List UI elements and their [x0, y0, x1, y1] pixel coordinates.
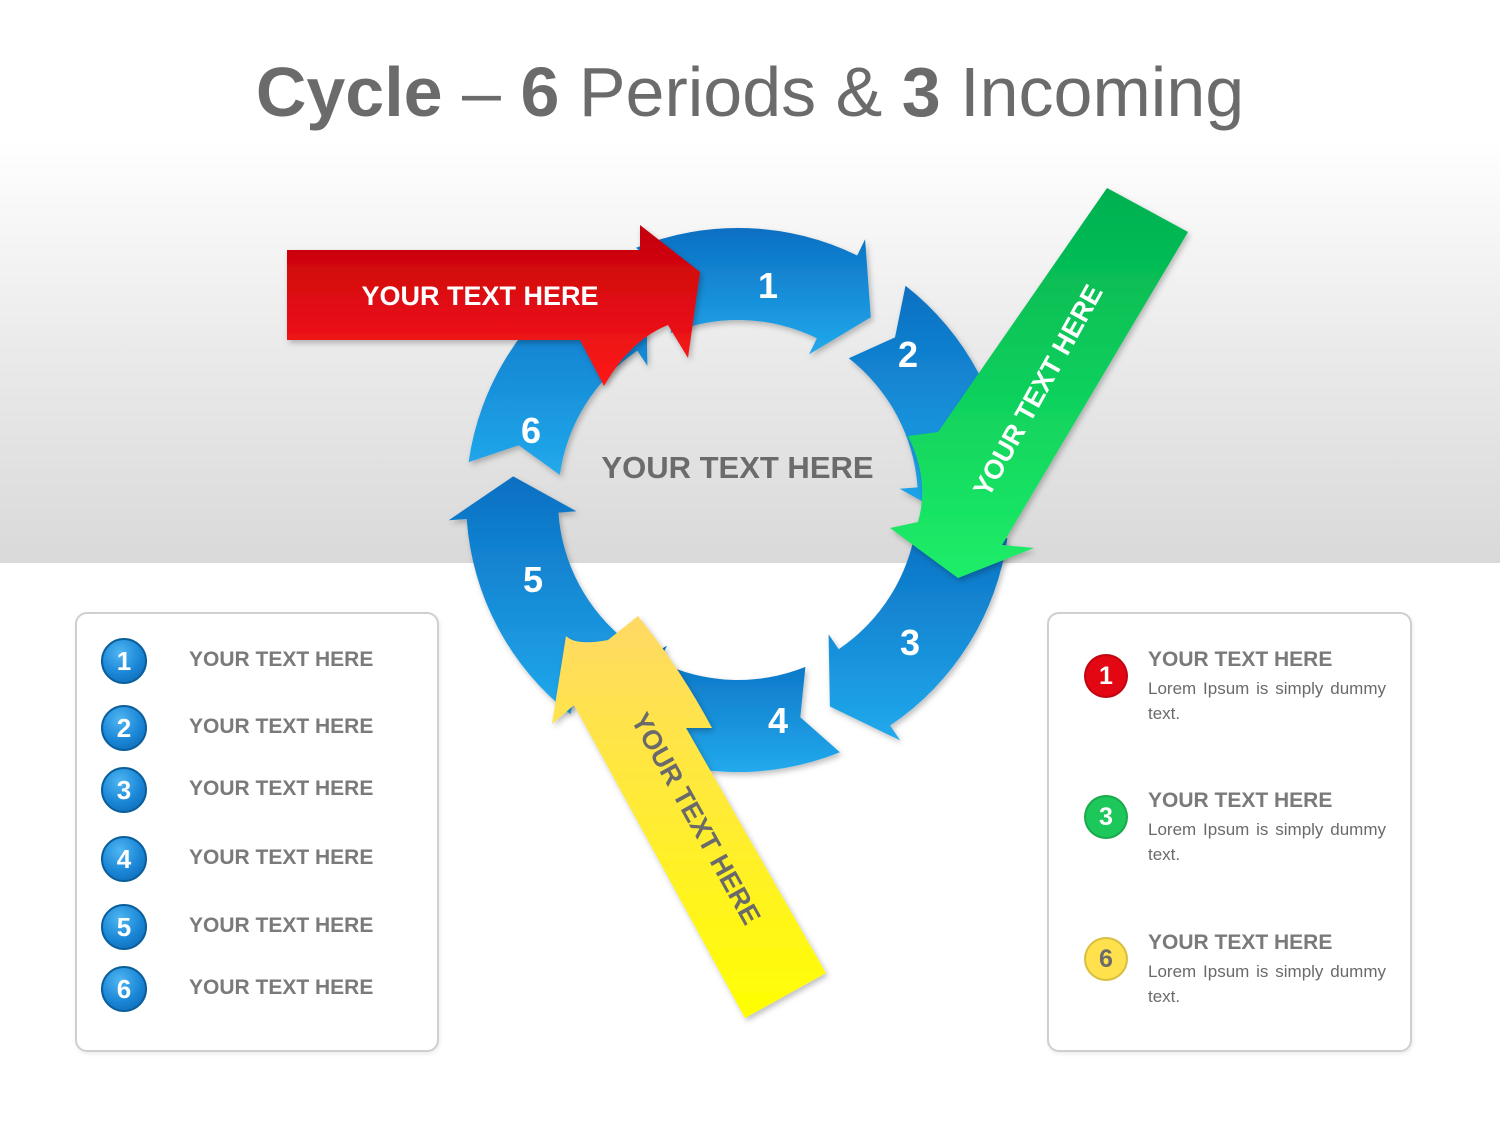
left-list-label: YOUR TEXT HERE — [189, 846, 374, 869]
left-list-label: YOUR TEXT HERE — [189, 976, 374, 999]
cycle-numbers: 1 2 3 4 5 6 — [521, 265, 920, 741]
cycle-number-6: 6 — [521, 410, 541, 451]
number-badge-5: 5 — [101, 904, 147, 950]
number-badge-3: 3 — [101, 767, 147, 813]
title-separator: – — [442, 53, 521, 131]
left-list-item: 5 YOUR TEXT HERE — [77, 904, 437, 950]
cycle-segment-3 — [828, 525, 1008, 741]
left-list-label: YOUR TEXT HERE — [189, 648, 374, 671]
title-word-incoming: Incoming — [940, 53, 1245, 131]
title-word-cycle: Cycle — [255, 53, 443, 131]
right-list-desc: Lorem Ipsum is simply dummy text. — [1148, 820, 1386, 864]
number-badge-6: 6 — [101, 966, 147, 1012]
left-list-item: 2 YOUR TEXT HERE — [77, 705, 437, 751]
right-list-item: 6 YOUR TEXT HERE Lorem Ipsum is simply d… — [1049, 931, 1410, 1051]
title-number-incoming: 3 — [901, 53, 941, 131]
cycle-number-5: 5 — [523, 559, 543, 600]
center-label: YOUR TEXT HERE — [601, 450, 874, 485]
right-list-item: 1 YOUR TEXT HERE Lorem Ipsum is simply d… — [1049, 648, 1410, 768]
right-legend-panel: 1 YOUR TEXT HERE Lorem Ipsum is simply d… — [1047, 612, 1412, 1052]
number-badge-4: 4 — [101, 836, 147, 882]
left-list-label: YOUR TEXT HERE — [189, 715, 374, 738]
page-title: Cycle – 6 Periods & 3 Incoming — [0, 52, 1500, 132]
number-badge-1: 1 — [101, 638, 147, 684]
right-list-item: 3 YOUR TEXT HERE Lorem Ipsum is simply d… — [1049, 789, 1410, 909]
right-list-desc: Lorem Ipsum is simply dummy text. — [1148, 962, 1386, 1006]
right-list-title: YOUR TEXT HERE — [1148, 648, 1333, 671]
left-list-label: YOUR TEXT HERE — [189, 914, 374, 937]
cycle-ring — [448, 227, 1028, 773]
left-legend-panel: 1 YOUR TEXT HERE 2 YOUR TEXT HERE 3 YOUR… — [75, 612, 439, 1052]
left-list-item: 6 YOUR TEXT HERE — [77, 966, 437, 1012]
number-badge-yellow: 6 — [1084, 937, 1128, 981]
left-list-item: 1 YOUR TEXT HERE — [77, 638, 437, 684]
cycle-number-1: 1 — [758, 265, 778, 306]
title-number-periods: 6 — [520, 53, 560, 131]
title-word-periods: Periods & — [559, 53, 902, 131]
cycle-number-2: 2 — [898, 334, 918, 375]
number-badge-green: 3 — [1084, 795, 1128, 839]
cycle-number-4: 4 — [768, 700, 788, 741]
right-list-title: YOUR TEXT HERE — [1148, 931, 1333, 954]
right-list-title: YOUR TEXT HERE — [1148, 789, 1333, 812]
cycle-segment-1 — [636, 227, 871, 355]
number-badge-red: 1 — [1084, 654, 1128, 698]
left-list-label: YOUR TEXT HERE — [189, 777, 374, 800]
cycle-number-3: 3 — [900, 622, 920, 663]
left-list-item: 4 YOUR TEXT HERE — [77, 836, 437, 882]
number-badge-2: 2 — [101, 705, 147, 751]
left-list-item: 3 YOUR TEXT HERE — [77, 767, 437, 813]
incoming-arrow-red: YOUR TEXT HERE — [287, 225, 700, 386]
background-band — [0, 140, 1500, 563]
incoming-arrow-red-label: YOUR TEXT HERE — [361, 281, 598, 311]
right-list-desc: Lorem Ipsum is simply dummy text. — [1148, 679, 1386, 723]
